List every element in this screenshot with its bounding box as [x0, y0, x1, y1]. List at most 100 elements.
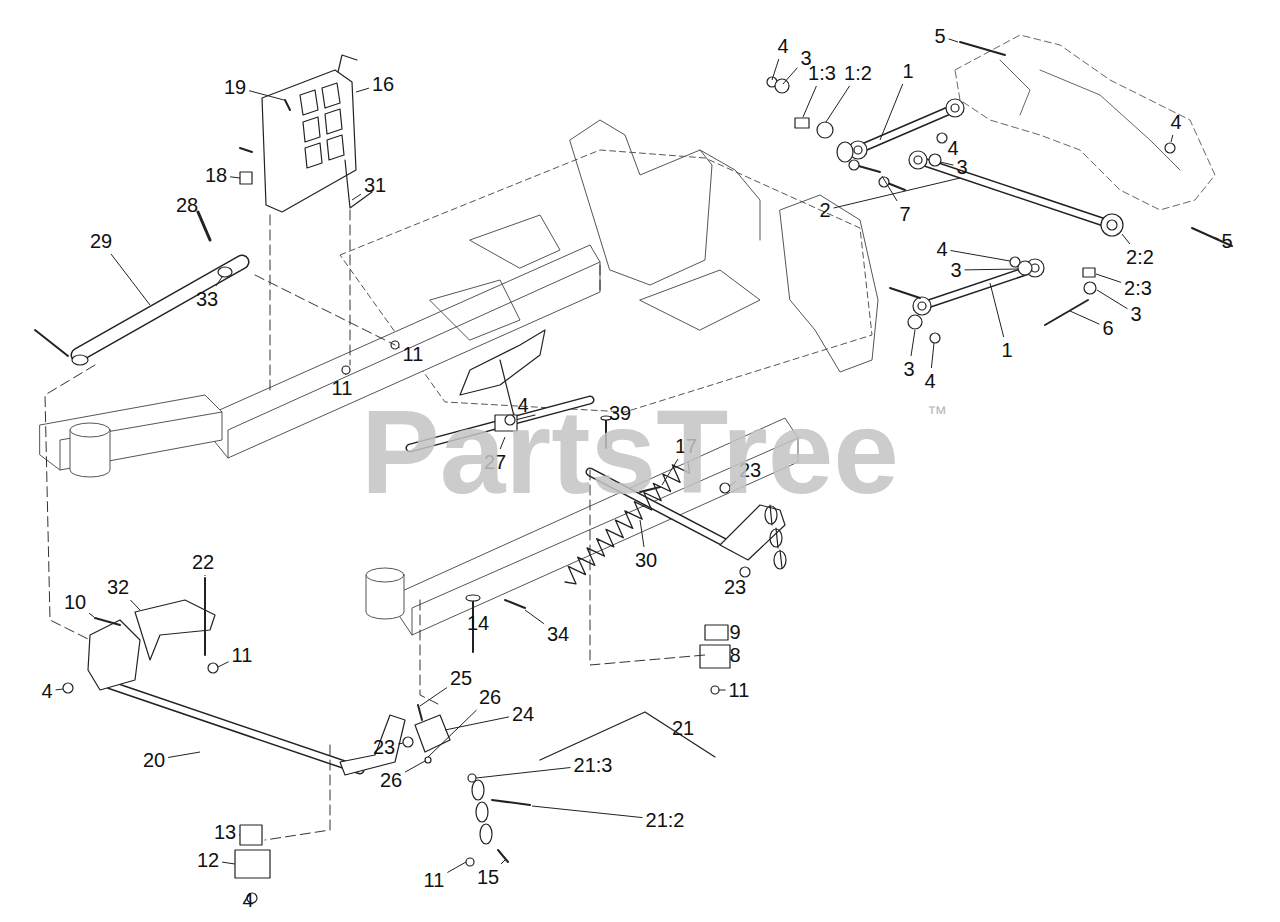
leader-line [944, 140, 945, 141]
leader-line [990, 283, 1004, 337]
callout-number: 6 [1102, 318, 1113, 338]
drawing-path [570, 120, 712, 285]
callout-number: 4 [1170, 112, 1181, 132]
drawing-path [780, 195, 878, 372]
drawing-circle [946, 99, 964, 117]
drawing-path [925, 268, 1035, 305]
drawing-path [918, 160, 1112, 225]
callout-number: 4 [947, 138, 958, 158]
leader-line [834, 178, 960, 208]
callout-number: 11 [232, 645, 253, 665]
drawing-path [262, 70, 356, 212]
leader-line [911, 330, 915, 356]
callout-number: 33 [196, 289, 218, 309]
drawing-path [770, 505, 782, 568]
callout-number: 1 [902, 61, 913, 81]
drawing-circle [951, 104, 959, 112]
drawing-ellipse [774, 551, 786, 569]
leader-line [719, 690, 726, 691]
callout-number: 11 [332, 378, 353, 398]
leader-line [772, 59, 779, 80]
drawing-path [918, 160, 1112, 225]
leader-line [525, 610, 544, 624]
drawing-path [35, 330, 68, 356]
callout-number: 3 [956, 157, 967, 177]
drawing-path [240, 148, 252, 152]
drawing-g [35, 212, 242, 365]
leader-line [826, 86, 850, 122]
leader-line [230, 177, 240, 178]
drawing-path [492, 800, 530, 805]
callout-number: 4 [242, 890, 253, 910]
drawing-path [862, 108, 955, 148]
drawing-path [235, 850, 270, 878]
leader-line [222, 862, 235, 864]
leader-line [249, 91, 284, 100]
callout-number: 34 [547, 624, 569, 644]
callout-number: 26 [380, 770, 402, 790]
leader-line [1122, 234, 1130, 244]
callout-number: 18 [205, 165, 227, 185]
callout-number: 32 [107, 577, 129, 597]
callout-number: 14 [467, 613, 489, 633]
drawing-circle [908, 315, 922, 329]
drawing-ellipse [837, 142, 853, 162]
drawing-path [700, 150, 760, 240]
callout-number: 23 [373, 737, 395, 757]
drawing-path [1000, 60, 1030, 115]
callout-number: 11 [403, 344, 424, 364]
drawing-path [270, 215, 271, 395]
leader-line [940, 162, 953, 165]
callout-number: 2 [819, 200, 830, 220]
drawing-g [45, 210, 705, 840]
leader-line [216, 277, 222, 286]
drawing-path [78, 262, 242, 355]
leader-line [1212, 237, 1218, 239]
leader-line [239, 834, 241, 835]
leader-line [1070, 311, 1099, 324]
drawing-path [415, 715, 450, 752]
callout-number: 4 [936, 239, 947, 259]
drawing-path [78, 262, 242, 355]
leader-line [398, 347, 400, 349]
drawing-ellipse [476, 802, 488, 822]
callout-number: 30 [635, 550, 657, 570]
drawing-circle [817, 122, 833, 138]
drawing-path [88, 620, 140, 690]
callout-number: 24 [512, 704, 534, 724]
drawing-ellipse [72, 355, 88, 365]
drawing-path [470, 215, 560, 268]
callout-number: 21 [672, 718, 694, 738]
drawing-path [418, 705, 422, 720]
leader-line [89, 613, 94, 617]
drawing-circle [425, 757, 431, 763]
drawing-path [700, 645, 730, 668]
drawing-path [960, 42, 1005, 55]
leader-line [405, 761, 425, 772]
leader-line [168, 752, 200, 758]
drawing-rect [240, 172, 252, 184]
callout-number: 11 [424, 870, 445, 890]
leader-line [640, 520, 644, 547]
callout-number: 3 [950, 260, 961, 280]
drawing-circle [913, 297, 931, 315]
callout-number: 1:3 [808, 63, 836, 83]
leader-line [931, 343, 934, 368]
leader-line [1171, 135, 1173, 142]
callout-number: 4 [41, 681, 52, 701]
drawing-circle [466, 858, 474, 866]
callout-number: 4 [924, 371, 935, 391]
drawing-circle [1107, 220, 1117, 230]
callout-number: 9 [729, 622, 740, 642]
drawing-ellipse [366, 568, 404, 582]
drawing-path [240, 825, 262, 845]
callout-number: 2:3 [1124, 278, 1152, 298]
drawing-path [705, 625, 728, 640]
callout-number: 2:2 [1126, 247, 1154, 267]
callout-number: 11 [729, 680, 750, 700]
drawing-circle [929, 154, 941, 166]
drawing-ellipse [472, 780, 484, 800]
drawing-path [338, 55, 357, 72]
drawing-circle [208, 663, 218, 673]
